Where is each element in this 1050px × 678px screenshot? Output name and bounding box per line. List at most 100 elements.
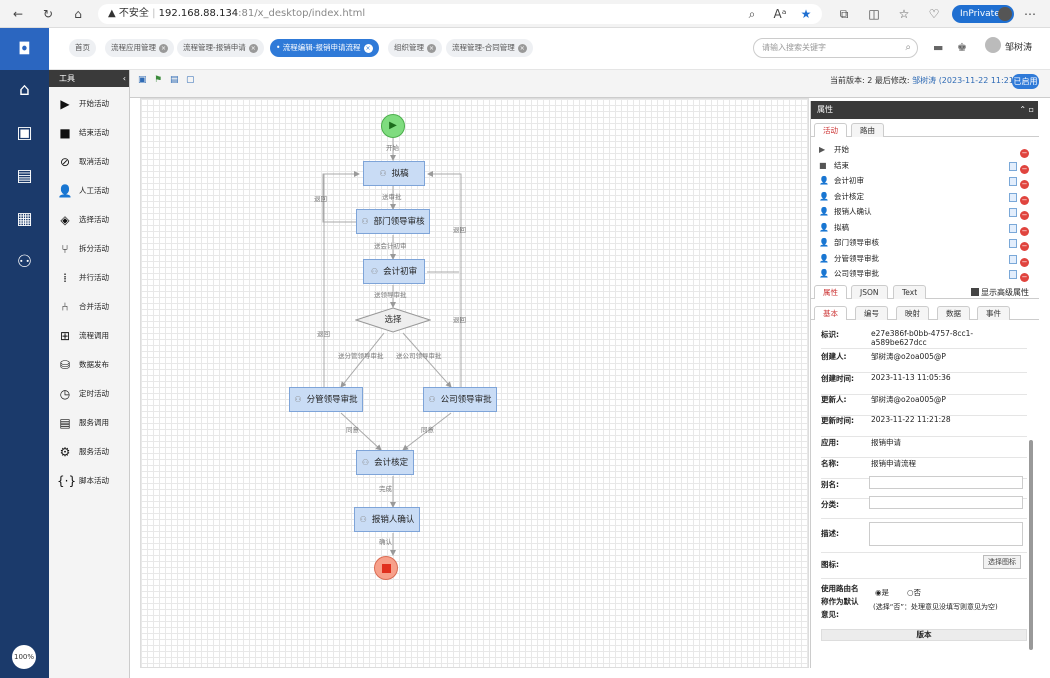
tool-item[interactable]: ■结束活动: [49, 122, 130, 144]
enabled-button[interactable]: 已启用: [1012, 74, 1039, 89]
skin-icon[interactable]: ♚: [957, 41, 967, 54]
panel-controls-icon[interactable]: ⌃ ▫: [1019, 105, 1034, 114]
tab-4[interactable]: 组织管理×: [388, 39, 442, 57]
prop-tab-3[interactable]: 数据: [937, 306, 970, 320]
favorite-star-icon[interactable]: ★: [800, 7, 812, 21]
publish-icon[interactable]: ⚑: [154, 75, 163, 85]
prop-tab-4[interactable]: 事件: [977, 306, 1010, 320]
tool-item[interactable]: ◈选择活动: [49, 209, 130, 231]
favorites-icon[interactable]: ☆: [898, 7, 910, 21]
activity-node[interactable]: ⚇会计核定: [356, 450, 414, 475]
copy-icon[interactable]: [1009, 239, 1017, 248]
collapse-icon[interactable]: ‹: [122, 74, 126, 83]
version-section-header[interactable]: 版本: [821, 629, 1027, 641]
name-input[interactable]: 报销申请流程: [871, 459, 916, 468]
activity-list-item[interactable]: 👤公司领导审批−: [819, 266, 1029, 282]
activity-list-item[interactable]: 👤报销人确认−: [819, 204, 1029, 220]
activity-node[interactable]: ⚇拟稿: [363, 161, 425, 186]
description-textarea[interactable]: [869, 522, 1023, 546]
delete-icon[interactable]: −: [1020, 164, 1029, 174]
edge-company-to-verify[interactable]: [402, 412, 452, 451]
edge-label[interactable]: 送领导审批: [374, 291, 407, 299]
edge-label[interactable]: 完成: [379, 485, 392, 493]
save-as-icon[interactable]: ▤: [170, 75, 179, 85]
tool-item[interactable]: {·}脚本活动: [49, 470, 130, 492]
copy-icon[interactable]: [1009, 254, 1017, 264]
activity-list-item[interactable]: 👤分管领导审批−: [819, 251, 1029, 267]
edge-label[interactable]: 退回: [314, 195, 327, 203]
modifier-link[interactable]: 邹树涛: [912, 76, 937, 85]
delete-icon[interactable]: −: [1020, 226, 1029, 236]
edge-label[interactable]: 退回: [317, 330, 330, 338]
tool-item[interactable]: 👤人工活动: [49, 180, 130, 202]
delete-icon[interactable]: −: [1020, 195, 1029, 205]
zoom-indicator[interactable]: 100%: [12, 645, 36, 669]
edge-label[interactable]: 同意: [421, 426, 434, 434]
delete-icon[interactable]: −: [1020, 242, 1029, 251]
edge-label[interactable]: 送会计初审: [374, 242, 407, 250]
fullscreen-icon[interactable]: ▢: [186, 75, 195, 85]
activity-list-item[interactable]: ▶开始−: [819, 142, 1029, 158]
edge-choice-to-company[interactable]: [402, 332, 452, 388]
select-icon-button[interactable]: 选择图标: [983, 555, 1021, 569]
tool-item[interactable]: ⑃合并活动: [49, 296, 130, 318]
close-icon[interactable]: ×: [159, 44, 168, 53]
close-icon[interactable]: ×: [248, 44, 258, 53]
search-input[interactable]: 请输入搜索关键字⌕: [753, 38, 918, 58]
extensions-icon[interactable]: ⧉: [839, 7, 849, 21]
activity-node[interactable]: ⚇分管领导审批: [289, 387, 363, 412]
split-screen-icon[interactable]: ◫: [868, 7, 880, 21]
activity-node[interactable]: ⚇公司领导审批: [423, 387, 497, 412]
activity-node[interactable]: ⚇部门领导审核: [356, 209, 430, 234]
back-icon[interactable]: ←: [12, 7, 24, 21]
prop-tab-0[interactable]: 基本: [814, 306, 847, 320]
user-menu[interactable]: 邹树涛: [985, 37, 1032, 53]
activity-list-item[interactable]: 👤部门领导审核−: [819, 235, 1029, 251]
activity-list-item[interactable]: 👤拟稿−: [819, 220, 1029, 236]
prop-tab-1[interactable]: 路由: [851, 123, 884, 137]
start-node[interactable]: ▶: [381, 114, 405, 138]
tool-item[interactable]: ⁞并行活动: [49, 267, 130, 289]
edge-label[interactable]: 送公司领导审批: [396, 352, 442, 360]
more-icon[interactable]: ⋯: [1024, 7, 1036, 21]
radio-yes[interactable]: ◉是: [875, 588, 890, 597]
user-settings-icon[interactable]: ⚇: [16, 252, 33, 272]
inprivate-badge[interactable]: InPrivate: [952, 5, 1014, 23]
delete-icon[interactable]: −: [1020, 273, 1029, 282]
radio-no[interactable]: ○否: [907, 588, 922, 597]
properties-scrollbar[interactable]: [1029, 440, 1033, 650]
edge-label[interactable]: 退回: [453, 316, 466, 324]
delete-icon[interactable]: −: [1020, 149, 1029, 158]
calendar-icon[interactable]: ▦: [16, 209, 33, 229]
prop-tab-0[interactable]: 属性: [814, 285, 847, 299]
document-list-icon[interactable]: ▤: [16, 166, 33, 186]
delete-icon[interactable]: −: [1020, 211, 1029, 220]
tool-item[interactable]: ⑂拆分活动: [49, 238, 130, 260]
edge-label[interactable]: 同意: [346, 426, 359, 434]
edge-choice-to-branch[interactable]: [340, 332, 385, 388]
copy-icon[interactable]: [1009, 177, 1017, 186]
activity-list-item[interactable]: 👤会计核定−: [819, 189, 1029, 205]
edge-company-return[interactable]: [427, 171, 462, 387]
message-icon[interactable]: ▬: [933, 41, 944, 54]
prop-tab-1[interactable]: JSON: [851, 285, 888, 299]
edge-label[interactable]: 送审批: [382, 193, 402, 201]
activity-list-item[interactable]: ■结束−: [819, 158, 1029, 174]
flow-canvas[interactable]: ▶ ⚇拟稿⚇部门领导审核⚇会计初审选择⚇分管领导审批⚇公司领导审批⚇会计核定⚇报…: [140, 98, 809, 668]
prop-tab-2[interactable]: Text: [893, 285, 927, 299]
edge-branch-to-verify[interactable]: [340, 412, 382, 451]
end-node[interactable]: [374, 556, 398, 580]
choice-node[interactable]: 选择: [354, 307, 432, 333]
tool-item[interactable]: ⛁数据发布: [49, 354, 130, 376]
tool-item[interactable]: ⊘取消活动: [49, 151, 130, 173]
delete-icon[interactable]: −: [1020, 257, 1029, 267]
monitor-user-icon[interactable]: ▣: [16, 123, 33, 143]
prop-tab-2[interactable]: 映射: [896, 306, 929, 320]
refresh-icon[interactable]: ↻: [42, 7, 54, 21]
home-icon[interactable]: ⌂: [19, 80, 30, 100]
copy-icon[interactable]: [1009, 192, 1017, 202]
show-advanced-checkbox[interactable]: 显示高级属性: [971, 287, 1029, 298]
tab-3[interactable]: • 流程编辑-报销申请流程×: [270, 39, 379, 57]
app-logo[interactable]: ◘: [0, 28, 49, 70]
tool-item[interactable]: ▶开始活动: [49, 93, 130, 115]
